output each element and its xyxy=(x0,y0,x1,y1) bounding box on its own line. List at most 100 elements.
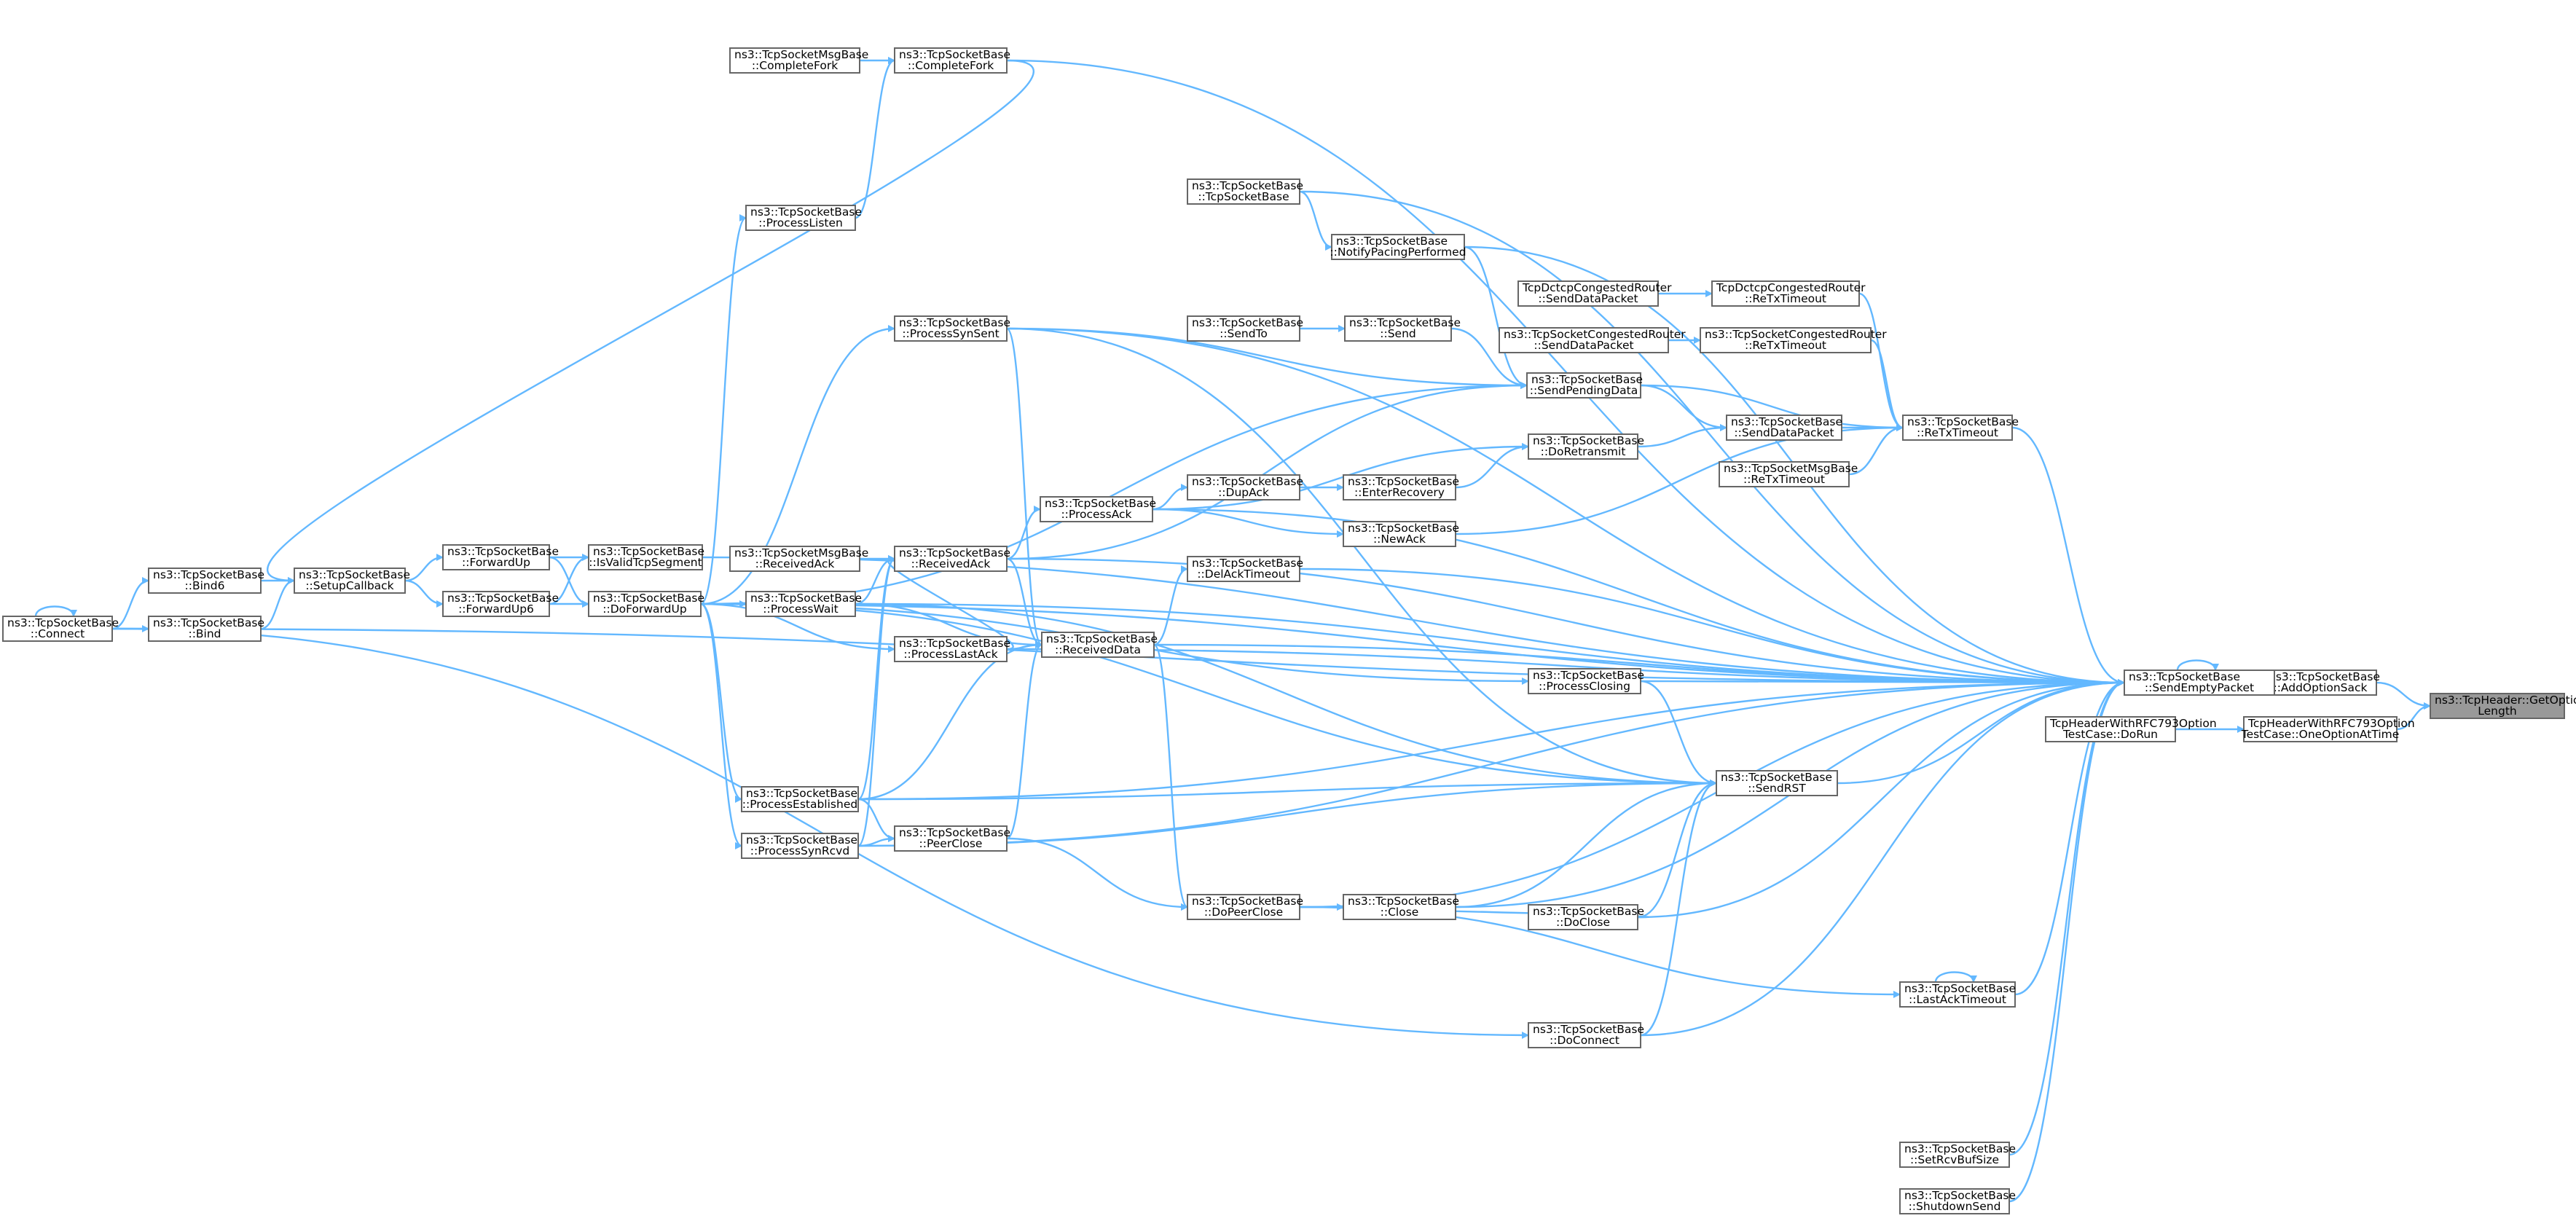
node-doforwardup[interactable]: ns3::TcpSocketBase::DoForwardUp xyxy=(588,591,704,617)
node-processestablished[interactable]: ns3::TcpSocketBase::ProcessEstablished xyxy=(741,786,859,812)
edge-processwait-to-sendrst xyxy=(855,602,1717,787)
node-label-line: ::ReTxTimeout xyxy=(1745,339,1826,352)
node-send[interactable]: ns3::TcpSocketBase::Send xyxy=(1344,315,1461,342)
node-setrcvbufsize[interactable]: ns3::TcpSocketBase::SetRcvBufSize xyxy=(1899,1142,2016,1168)
node-processlisten[interactable]: ns3::TcpSocketBase::ProcessListen xyxy=(745,205,862,231)
node-newack[interactable]: ns3::TcpSocketBase::NewAck xyxy=(1343,521,1459,547)
node-box xyxy=(2045,716,2176,742)
node-retxtimeout[interactable]: ns3::TcpSocketBase::ReTxTimeout xyxy=(1902,415,2019,441)
node-label-line: ::CompleteFork xyxy=(752,59,838,72)
node-box xyxy=(1344,315,1452,342)
node-dctcp_send[interactable]: TcpDctcpCongestedRouter::SendDataPacket xyxy=(1517,280,1672,307)
node-sendto[interactable]: ns3::TcpSocketBase::SendTo xyxy=(1187,315,1303,342)
node-box xyxy=(1528,433,1638,460)
node-box xyxy=(2263,670,2377,696)
node-label-line: TcpHeaderWithRFC793Option xyxy=(2049,717,2217,730)
node-sendpending[interactable]: ns3::TcpSocketBase::SendPendingData xyxy=(1526,372,1643,399)
node-cong_send[interactable]: ns3::TcpSocketCongestedRouter::SendDataP… xyxy=(1499,327,1686,353)
node-addoptionsack[interactable]: ns3::TcpSocketBase::AddOptionSack xyxy=(2263,670,2380,696)
node-close[interactable]: ns3::TcpSocketBase::Close xyxy=(1343,894,1459,920)
edge-dctcp_retx-to-retxtimeout xyxy=(1858,292,1904,431)
node-dupack[interactable]: ns3::TcpSocketBase::DupAck xyxy=(1187,474,1303,500)
edge-processsynrcvd-to-peerclose xyxy=(857,835,895,847)
edge-doforwardup-to-processsynsent xyxy=(700,325,895,605)
node-bind6[interactable]: ns3::TcpSocketBase::Bind6 xyxy=(148,568,264,594)
node-msg_retx[interactable]: ns3::TcpSocketMsgBase::ReTxTimeout xyxy=(1719,461,1858,487)
node-label-line: ns3::TcpSocketMsgBase xyxy=(734,48,868,61)
node-label-line: ns3::TcpHeader::GetOption xyxy=(2435,694,2576,707)
node-processsynsent[interactable]: ns3::TcpSocketBase::ProcessSynSent xyxy=(894,315,1010,342)
node-doretransmit[interactable]: ns3::TcpSocketBase::DoRetransmit xyxy=(1528,433,1644,460)
node-peerclose[interactable]: ns3::TcpSocketBase::PeerClose xyxy=(894,825,1010,852)
node-label-line: ns3::TcpSocketBase xyxy=(1904,1189,2016,1202)
node-processlastack[interactable]: ns3::TcpSocketBase::ProcessLastAck xyxy=(894,636,1010,662)
node-sendrst[interactable]: ns3::TcpSocketBase::SendRST xyxy=(1716,770,1838,796)
node-receiveddata[interactable]: ns3::TcpSocketBase::ReceivedData xyxy=(1041,632,1158,658)
node-label-line: ns3::TcpSocketBase xyxy=(1192,179,1303,192)
node-shutdownsend[interactable]: ns3::TcpSocketBase::ShutdownSend xyxy=(1899,1188,2016,1214)
node-sendempty[interactable]: ns3::TcpSocketBase::SendEmptyPacket xyxy=(2124,670,2275,696)
node-label-line: ns3::TcpSocketBase xyxy=(1348,475,1459,488)
node-label-line: ns3::TcpSocketBase xyxy=(746,833,857,847)
node-connect[interactable]: ns3::TcpSocketBase::Connect xyxy=(2,616,119,642)
node-label-line: ns3::TcpSocketBase xyxy=(750,592,862,605)
node-lastacktimeout[interactable]: ns3::TcpSocketBase::LastAckTimeout xyxy=(1899,981,2016,1008)
node-label-line: ::CompleteFork xyxy=(908,59,994,72)
edge-processsynrcvd-to-sendrst xyxy=(857,780,1717,847)
edge-doclose-to-sendrst xyxy=(1637,780,1717,919)
node-label-line: ns3::TcpSocketBase xyxy=(153,568,264,581)
node-processack[interactable]: ns3::TcpSocketBase::ProcessAck xyxy=(1040,496,1156,522)
node-delacktimeout[interactable]: ns3::TcpSocketBase::DelAckTimeout xyxy=(1187,556,1303,582)
edge-processsynsent-to-sendrst xyxy=(1006,327,1717,787)
node-receivedack[interactable]: ns3::TcpSocketBase::ReceivedAck xyxy=(894,546,1010,572)
node-msg_completefork[interactable]: ns3::TcpSocketMsgBase::CompleteFork xyxy=(729,47,868,74)
node-isvalid[interactable]: ns3::TcpSocketBase::IsValidTcpSegment xyxy=(588,544,704,570)
node-label-line: ::ForwardUp xyxy=(462,556,530,569)
node-label-line: ::ReceivedData xyxy=(1055,643,1141,656)
node-forwardup6[interactable]: ns3::TcpSocketBase::ForwardUp6 xyxy=(442,591,559,617)
node-oneoption[interactable]: TcpHeaderWithRFC793OptionTestCase::OneOp… xyxy=(2241,716,2415,742)
node-setupcallback[interactable]: ns3::TcpSocketBase::SetupCallback xyxy=(294,568,410,594)
edge-doforwardup-to-processlastack xyxy=(700,602,895,653)
node-label-line: ns3::TcpSocketBase xyxy=(593,545,704,558)
node-bind[interactable]: ns3::TcpSocketBase::Bind xyxy=(148,616,264,642)
node-completefork[interactable]: ns3::TcpSocketBase::CompleteFork xyxy=(894,47,1010,74)
node-doclose[interactable]: ns3::TcpSocketBase::DoClose xyxy=(1528,904,1644,930)
edge-sendpending-to-retxtimeout xyxy=(1640,384,1904,431)
edge-receivedack-to-sendpending xyxy=(1006,382,1528,560)
node-dctcp_retx[interactable]: TcpDctcpCongestedRouter::ReTxTimeout xyxy=(1711,280,1866,307)
node-processclosing[interactable]: ns3::TcpSocketBase::ProcessClosing xyxy=(1528,668,1644,694)
node-label-line: ::Bind xyxy=(188,627,221,640)
edge-lastacktimeout-to-sendempty xyxy=(2014,679,2125,996)
node-doconnect[interactable]: ns3::TcpSocketBase::DoConnect xyxy=(1528,1022,1644,1048)
node-label-line: ns3::TcpSocketBase xyxy=(1192,316,1303,329)
node-label-line: ns3::TcpSocketCongestedRouter xyxy=(1504,328,1686,341)
edge-processlastack-to-receivedack xyxy=(887,555,1014,651)
edge-doforwardup-to-processsynrcvd xyxy=(700,602,742,849)
node-dopeerclose[interactable]: ns3::TcpSocketBase::DoPeerClose xyxy=(1187,894,1303,920)
node-label-line: ns3::TcpSocketBase xyxy=(899,546,1010,560)
node-box xyxy=(894,636,1008,662)
node-forwardup[interactable]: ns3::TcpSocketBase::ForwardUp xyxy=(442,544,559,570)
node-tcpsocketbase[interactable]: ns3::TcpSocketBase::TcpSocketBase xyxy=(1187,178,1303,205)
node-box xyxy=(894,825,1008,852)
edge-processestablished-to-receiveddata xyxy=(857,641,1042,801)
edge-bind-to-setupcallback xyxy=(260,577,295,630)
edge-doforwardup-to-processlisten xyxy=(700,214,747,605)
node-senddatapacket[interactable]: ns3::TcpSocketBase::SendDataPacket xyxy=(1726,415,1842,441)
node-cong_retx[interactable]: ns3::TcpSocketCongestedRouter::ReTxTimeo… xyxy=(1700,327,1887,353)
node-box xyxy=(1719,461,1850,487)
node-enterrecovery[interactable]: ns3::TcpSocketBase::EnterRecovery xyxy=(1343,474,1459,500)
node-box xyxy=(1700,327,1872,353)
node-box xyxy=(2430,693,2565,719)
node-processwait[interactable]: ns3::TcpSocketBase::ProcessWait xyxy=(745,591,862,617)
node-label-line: ns3::TcpSocketBase xyxy=(1045,497,1156,510)
node-box xyxy=(1187,474,1300,500)
node-msg_receivedack[interactable]: ns3::TcpSocketMsgBase::ReceivedAck xyxy=(729,546,868,572)
node-notifypacing[interactable]: ns3::TcpSocketBase::NotifyPacingPerforme… xyxy=(1330,234,1466,260)
node-processsynrcvd[interactable]: ns3::TcpSocketBase::ProcessSynRcvd xyxy=(741,833,859,859)
edge-setrcvbufsize-to-sendempty xyxy=(2008,679,2125,1156)
edge-receiveddata-to-delacktimeout xyxy=(1153,565,1188,646)
